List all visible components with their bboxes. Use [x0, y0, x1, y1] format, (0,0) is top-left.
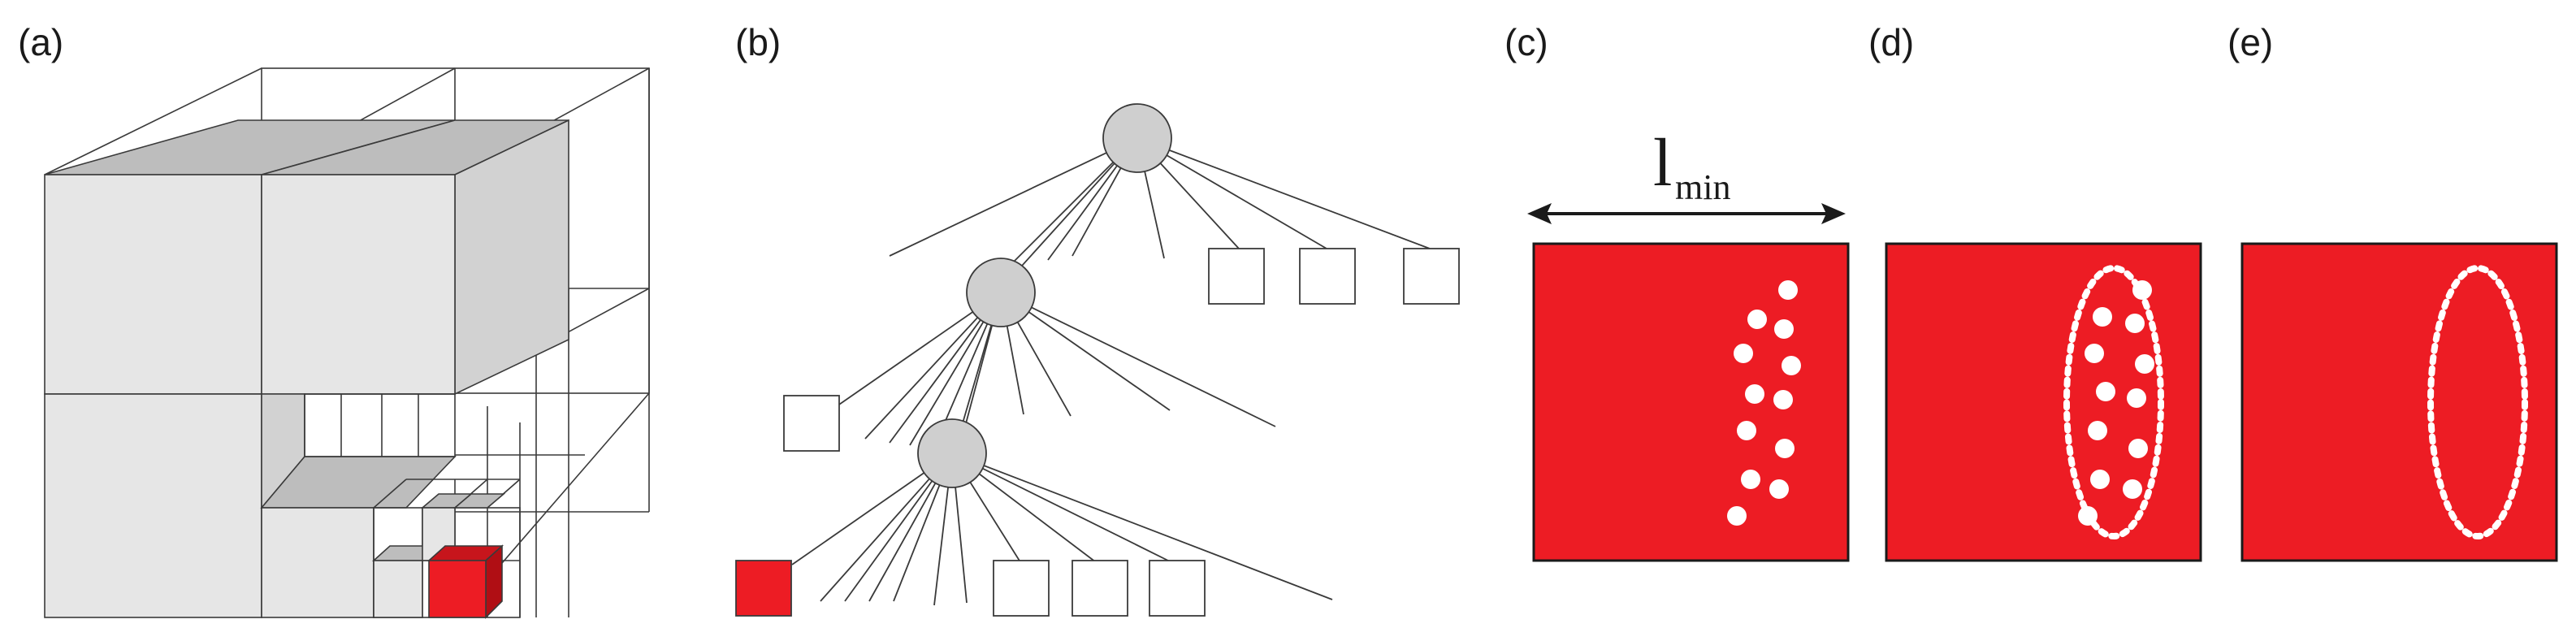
particle-dots-c: [1727, 280, 1801, 526]
leaf-square: [1208, 248, 1265, 305]
lmin-label: l: [1653, 125, 1672, 201]
solid-cube-top-right: [261, 119, 569, 396]
tree-diagram: [735, 103, 1460, 617]
leaf-square: [1072, 560, 1128, 617]
leaf-square: [993, 560, 1050, 617]
octree-cube: [44, 67, 650, 619]
panel-label-a: (a): [18, 21, 63, 63]
red-leaf-cube: [426, 544, 504, 619]
panel-label-e: (e): [2227, 21, 2273, 63]
leaf-square: [783, 395, 840, 452]
leaf-square: [1299, 248, 1356, 305]
root-edges: [889, 137, 1431, 292]
red-cell-e: [2240, 242, 2558, 562]
panel-d: [1885, 242, 2202, 562]
solid-cube-top-left: [44, 119, 456, 395]
particle-dots-d: [2078, 280, 2154, 526]
panel-e: [2240, 242, 2558, 562]
lmin-subscript: min: [1675, 167, 1730, 207]
tree-node-middle: [966, 258, 1036, 327]
bottom-edges: [791, 453, 1333, 606]
red-cell-c: [1532, 242, 1850, 562]
panel-c: l min: [1527, 125, 1850, 562]
lmin-arrow: [1527, 203, 1846, 224]
solid-cube-bottom-left: [44, 393, 262, 618]
leaf-square: [1403, 248, 1460, 305]
panel-label-d: (d): [1868, 21, 1914, 63]
panel-label-c: (c): [1504, 21, 1548, 63]
leaf-square: [1149, 560, 1206, 617]
dotted-ellipse-e: [2427, 265, 2528, 539]
tree-node-root: [1102, 103, 1172, 173]
tree-node-bottom: [917, 418, 987, 488]
dotted-ellipse-d: [2063, 265, 2164, 539]
panel-label-b: (b): [735, 21, 781, 63]
middle-edges: [836, 292, 1276, 452]
leaf-square-red: [735, 560, 792, 617]
subdivided-octant: [260, 393, 521, 619]
red-cell-d: [1885, 242, 2202, 562]
